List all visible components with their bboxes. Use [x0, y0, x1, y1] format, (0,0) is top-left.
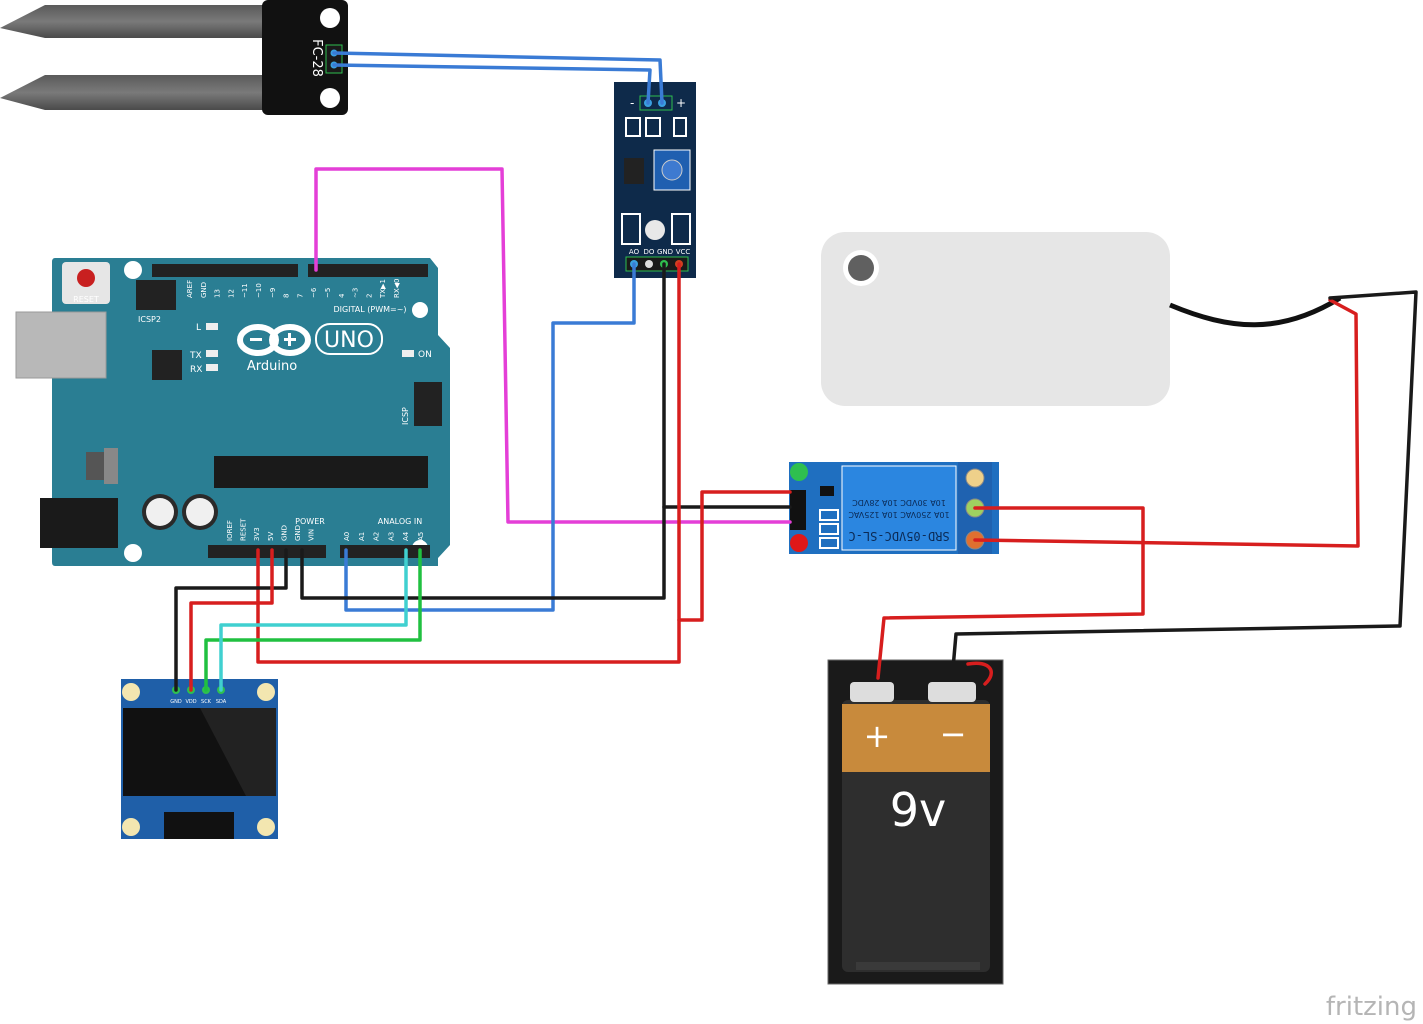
wire-ao-a0 — [344, 262, 636, 612]
pin-label: A2 — [373, 532, 381, 541]
oled-pin-sck: SCK — [201, 699, 212, 705]
pin-label: A3 — [387, 532, 395, 541]
probe-label: FC-28 — [309, 39, 324, 77]
wire-oled-sda — [219, 548, 408, 692]
power-pin-labels: IOREF RESET 3V3 5V GND GND VIN — [226, 518, 316, 541]
pin-label: 7 — [296, 294, 304, 298]
sensor-minus-pin: - — [630, 96, 634, 110]
wire-oled-sck — [204, 548, 422, 692]
wire-d7-relay-in — [314, 167, 792, 524]
oled-pin-sda: SDA — [216, 699, 227, 705]
pin-label: ~10 — [255, 283, 263, 298]
pin-label: 12 — [227, 289, 235, 298]
digital-header-label: DIGITAL (PWM=~) — [333, 305, 406, 314]
pin-label: RX◀0 — [393, 279, 401, 299]
pin-label: 5V — [267, 532, 275, 541]
arduino-model: UNO — [324, 328, 374, 353]
soil-moisture-probe: FC-28 — [0, 0, 348, 115]
wire-pump-battery-neg — [950, 290, 1418, 682]
wire-battery-loop — [966, 661, 993, 686]
relay-model: SRD-05VDC-SL-C — [848, 529, 949, 543]
pin-label: TX▶1 — [379, 279, 387, 299]
relay-rating-2: 10A 30VDC 10A 28VDC — [852, 498, 946, 507]
wire-relay-vcc — [677, 490, 792, 622]
oled-pin-vdd: VDD — [185, 699, 196, 705]
wire-oled-vdd — [189, 548, 274, 692]
arduino-uno-board: RESET ICSP2 ICSP UNO Arduino L — [15, 258, 450, 566]
relay-rating-1: 10A 250VAC 10A 125VAC — [848, 510, 950, 519]
pin-label: ~9 — [269, 288, 277, 298]
pin-label: GND — [280, 525, 288, 541]
battery-label: 9v — [890, 783, 947, 837]
led-tx-label: TX — [189, 351, 202, 361]
on-label: ON — [418, 350, 432, 360]
led-l-label: L — [196, 323, 201, 333]
icsp2-label: ICSP2 — [138, 315, 161, 324]
analog-pin-labels: A0 A1 A2 A3 A4 A5 — [343, 531, 425, 541]
sensor-plus-pin: + — [676, 96, 686, 110]
wire-gnd-black — [300, 262, 666, 600]
water-pump — [821, 232, 1342, 406]
power-header-label: POWER — [295, 517, 325, 526]
pin-label: ~5 — [324, 288, 332, 298]
oled-pin-gnd: GND — [170, 699, 182, 705]
pin-label: 13 — [214, 289, 222, 298]
pin-label: A5 — [417, 532, 425, 541]
pin-label: GND — [294, 525, 302, 541]
pin-label: 2 — [365, 294, 373, 298]
digital-pin-labels: AREF GND 13 12 ~11 ~10 ~9 8 7 ~6 ~5 4 ~3 2 TX▶1 RX◀0 — [186, 279, 401, 300]
pin-label: GND — [200, 282, 208, 298]
battery-minus: − — [940, 715, 967, 753]
wire-probe-minus — [332, 51, 664, 105]
sensor-pin-do: DO — [644, 248, 655, 256]
pin-label: A4 — [402, 531, 410, 541]
pin-label: 8 — [283, 294, 291, 298]
pin-label: A1 — [358, 532, 366, 541]
led-rx-label: RX — [190, 365, 202, 375]
pin-label: 4 — [338, 293, 346, 298]
pin-label: IOREF — [226, 520, 234, 541]
sensor-pin-vcc: VCC — [676, 248, 691, 256]
pin-label: RESET — [240, 518, 248, 541]
icsp-label: ICSP — [401, 407, 410, 425]
wires — [174, 51, 1418, 692]
pin-label: 3V3 — [253, 527, 261, 541]
pin-label: AREF — [186, 280, 194, 298]
pin-label: A0 — [343, 532, 351, 541]
wire-vcc-red — [256, 262, 681, 664]
pin-label: VIN — [308, 529, 316, 541]
wire-probe-plus — [332, 63, 652, 105]
arduino-logo-icon — [237, 324, 311, 356]
oled-display: GND VDD SCK SDA — [121, 679, 278, 839]
battery-plus: + — [864, 717, 891, 755]
sensor-pin-gnd: GND — [657, 248, 673, 256]
wire-relay-com-battery — [876, 506, 1145, 680]
analog-header-label: ANALOG IN — [378, 517, 423, 526]
wire-oled-gnd — [174, 548, 288, 692]
relay-module: SRD-05VDC-SL-C 10A 250VAC 10A 125VAC 10A… — [789, 462, 999, 554]
nine-volt-battery: + − 9v — [827, 659, 1004, 985]
reset-label: RESET — [73, 295, 99, 304]
pin-label: ~6 — [310, 287, 318, 298]
moisture-sensor-module: - + AO DO GND VCC — [614, 82, 696, 278]
wire-relay-no-pump — [973, 298, 1360, 548]
fritzing-watermark: fritzing — [1325, 992, 1417, 1022]
pin-label: ~11 — [241, 283, 249, 298]
sensor-pin-ao: AO — [629, 248, 640, 256]
arduino-brand: Arduino — [247, 359, 297, 374]
pin-label: ~3 — [352, 288, 360, 298]
